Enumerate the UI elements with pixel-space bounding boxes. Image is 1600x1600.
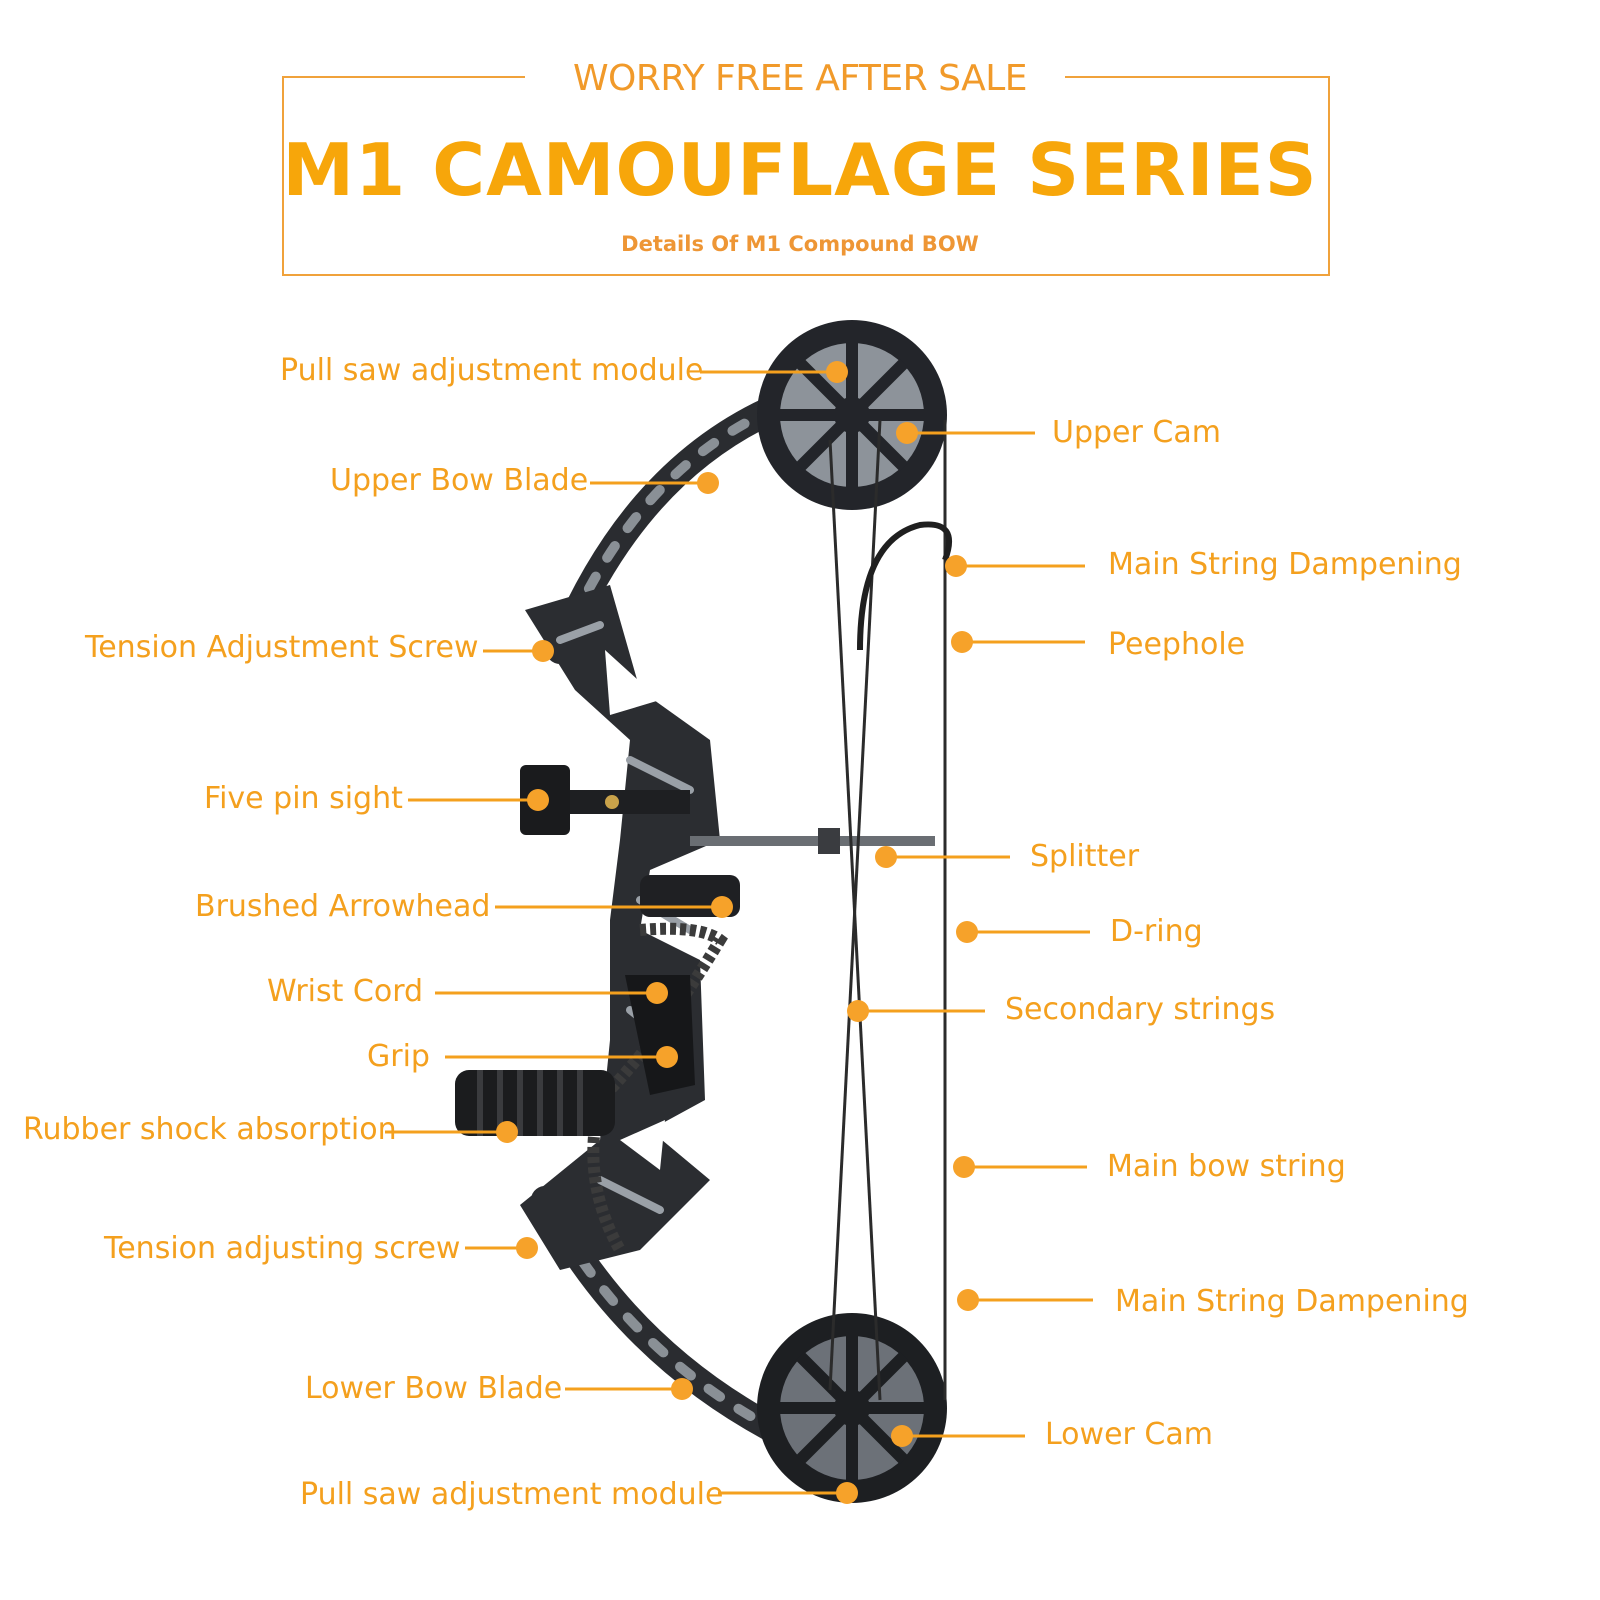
sight-pin [605,795,619,809]
upper-cam-spokes [780,343,924,487]
dot-arrowhead [711,896,733,918]
dot-dampening-bottom [957,1289,979,1311]
string-dampener-arm [857,521,952,651]
label-splitter: Splitter [1030,839,1140,874]
page-title: M1 CAMOUFLAGE SERIES [282,128,1318,212]
dot-pull-saw-bottom [836,1482,858,1504]
dot-secondary [847,1000,869,1022]
cable-guard-rod [690,836,935,846]
kicker-text: WORRY FREE AFTER SALE [572,58,1028,99]
label-pull-saw-top: Pull saw adjustment module [280,353,704,388]
dot-rubber-shock [496,1121,518,1143]
dot-d-ring [956,921,978,943]
label-upper-bow-blade: Upper Bow Blade [330,463,589,498]
dot-wrist-cord [646,982,668,1004]
secondary-string-b [828,419,882,1391]
dot-upper-blade [697,472,719,494]
dot-pull-saw-top [826,361,848,383]
label-main-bow-string: Main bow string [1107,1149,1346,1184]
dot-main-string [953,1156,975,1178]
dot-upper-cam [896,422,918,444]
shock-absorber-ribs [477,1070,583,1136]
shock-absorber-body [455,1070,615,1136]
label-five-pin-sight: Five pin sight [204,781,403,816]
label-d-ring: D-ring [1110,914,1203,949]
label-tension-adjusting-screw: Tension adjusting screw [104,1231,461,1266]
splitter-slide [818,828,840,854]
grip-shape [625,975,695,1095]
riser-cutout-bottom [620,1120,665,1170]
marker-dots [496,361,979,1504]
label-secondary-strings: Secondary strings [1005,992,1276,1027]
sight-arm [560,790,690,814]
title-frame-gap [525,70,1065,84]
lower-cam-spokes [780,1336,924,1480]
label-wrist-cord: Wrist Cord [267,974,424,1009]
label-brushed-arrowhead: Brushed Arrowhead [195,889,491,924]
dot-lower-cam [891,1425,913,1447]
label-peephole: Peephole [1108,627,1246,662]
riser [520,585,720,1270]
dot-five-pin [527,789,549,811]
dot-peephole [951,631,973,653]
label-pull-saw-bottom: Pull saw adjustment module [300,1477,724,1512]
dot-tension-top [532,640,554,662]
page-subtitle: Details Of M1 Compound BOW [621,232,979,256]
label-main-string-dampening-top: Main String Dampening [1108,547,1462,582]
dot-tension-bottom [516,1237,538,1259]
label-upper-cam: Upper Cam [1052,415,1221,450]
dot-splitter [875,846,897,868]
leader-lines [385,370,1093,1495]
dot-lower-blade [671,1378,693,1400]
dot-grip [656,1046,678,1068]
label-grip: Grip [367,1039,430,1074]
label-rubber-shock-absorption: Rubber shock absorption [23,1112,397,1147]
dot-dampening-top [945,555,967,577]
label-lower-cam: Lower Cam [1045,1417,1213,1452]
wrist-cord-strap [587,922,728,1253]
label-tension-adjustment-screw: Tension Adjustment Screw [85,630,479,665]
riser-cutout-top [605,650,660,715]
label-main-string-dampening-bottom: Main String Dampening [1115,1284,1469,1319]
label-lower-bow-blade: Lower Bow Blade [305,1371,563,1406]
